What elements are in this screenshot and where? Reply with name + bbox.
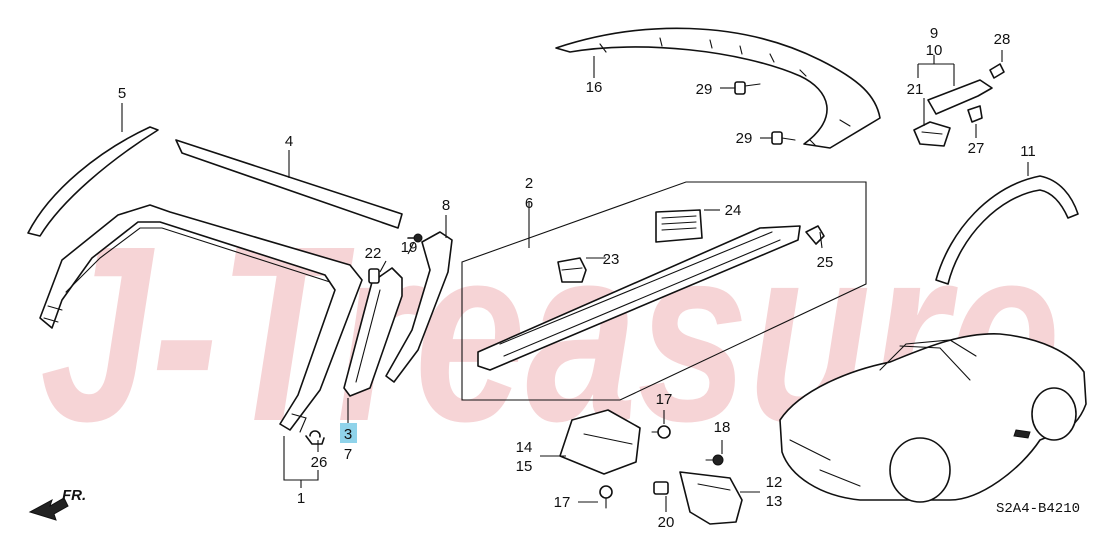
callout-24: 24 [725, 202, 742, 219]
callout-2: 2 [525, 175, 533, 192]
callout-21: 21 [907, 81, 924, 98]
callout-23: 23 [603, 251, 620, 268]
callout-29-upper: 29 [696, 81, 713, 98]
car-reference-drawing [779, 333, 1087, 503]
part-23-clip[interactable] [557, 257, 587, 283]
part-22-clip[interactable] [368, 268, 380, 284]
callout-17-upper: 17 [656, 391, 673, 408]
callout-8: 8 [442, 197, 450, 214]
callout-28: 28 [994, 31, 1011, 48]
part-18-screw[interactable] [705, 454, 724, 466]
callout-3: 3 [344, 426, 352, 443]
callout-22: 22 [365, 245, 382, 262]
part-3-pillar-trim[interactable] [343, 267, 403, 397]
part-5-strip[interactable] [27, 126, 159, 237]
callout-1: 1 [297, 490, 305, 507]
callout-15: 15 [516, 458, 533, 475]
part-24-grille[interactable] [655, 209, 703, 243]
part-11-fender-strip[interactable] [935, 175, 1079, 285]
leader-lines [121, 50, 1029, 512]
callout-25: 25 [817, 254, 834, 271]
part-21-bracket[interactable] [913, 121, 951, 147]
callout-29-lower: 29 [736, 130, 753, 147]
callout-14: 14 [516, 439, 533, 456]
part-2-sill-assembly[interactable] [461, 181, 867, 401]
part-28-screw[interactable] [989, 63, 1005, 79]
part-19-screw[interactable] [407, 233, 423, 243]
callout-5: 5 [118, 85, 126, 102]
callout-27: 27 [968, 140, 985, 157]
part-4-strip[interactable] [175, 139, 403, 229]
part-16-rear-garnish[interactable] [555, 27, 881, 149]
callout-19: 19 [401, 239, 418, 256]
callout-10: 10 [926, 42, 943, 59]
callout-13: 13 [766, 493, 783, 510]
part-17-screw-lower[interactable] [599, 485, 613, 509]
callout-6: 6 [525, 195, 533, 212]
diagram-code: S2A4-B4210 [996, 501, 1080, 517]
callout-7: 7 [344, 446, 352, 463]
part-10-rear-piece[interactable] [927, 79, 993, 115]
part-1-windshield-frame[interactable] [39, 204, 363, 433]
front-arrow-icon [28, 497, 69, 521]
callout-26: 26 [311, 454, 328, 471]
part-29-screw-lower[interactable] [771, 131, 796, 145]
part-12-mudguard[interactable] [679, 471, 743, 525]
callout-3-highlight [340, 423, 357, 443]
part-29-screw-upper[interactable] [734, 81, 761, 95]
callout-4: 4 [285, 133, 293, 150]
callout-16: 16 [586, 79, 603, 96]
front-label: FR. [62, 487, 86, 504]
callout-20: 20 [658, 514, 675, 531]
callout-12: 12 [766, 474, 783, 491]
part-20-clip[interactable] [653, 481, 669, 495]
part-17-screw-upper[interactable] [651, 425, 671, 439]
part-27-clip[interactable] [967, 105, 983, 123]
callout-11: 11 [1020, 143, 1036, 160]
part-26-clip[interactable] [305, 430, 325, 445]
callout-18: 18 [714, 419, 731, 436]
callout-9: 9 [930, 25, 938, 42]
part-25-clip[interactable] [805, 225, 825, 245]
callout-17-lower: 17 [554, 494, 571, 511]
